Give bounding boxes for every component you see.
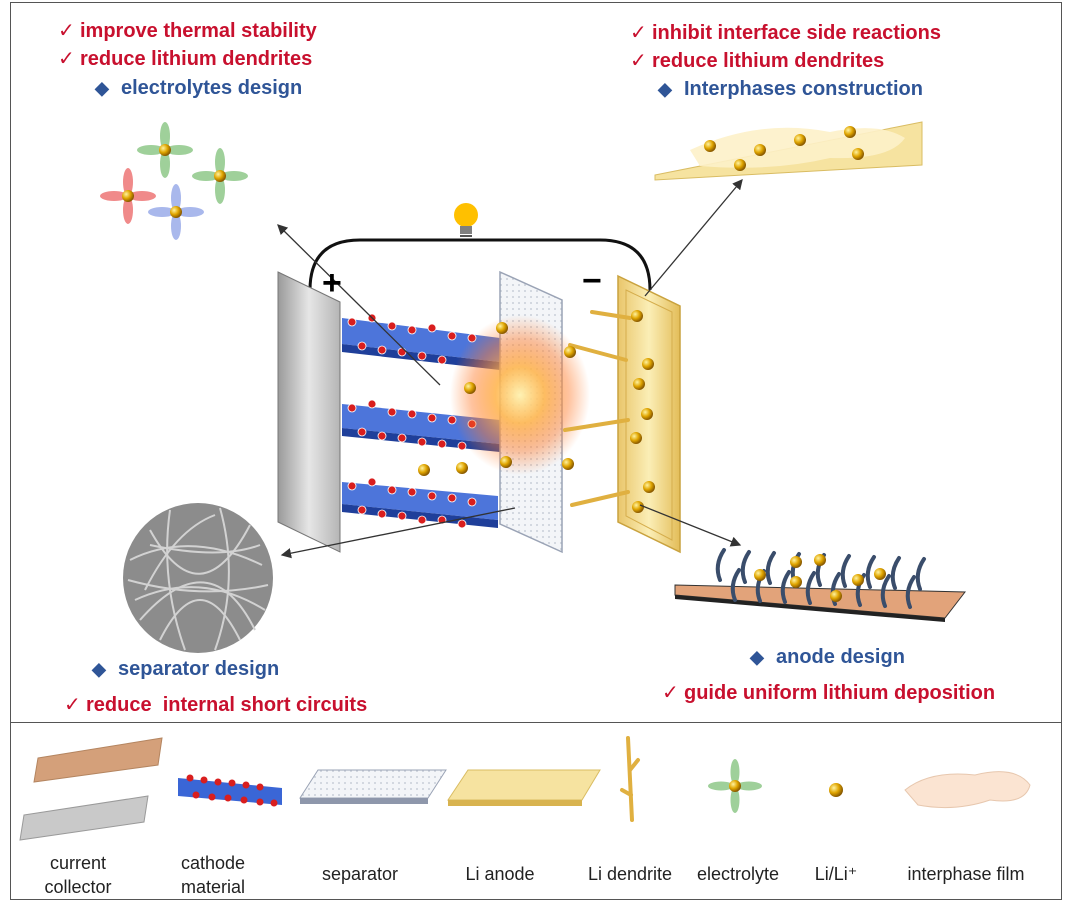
li-ions-in-cell — [418, 310, 655, 513]
legend-label-li-ion: Li/Li⁺ — [814, 864, 858, 884]
legend-label-interphase-film: interphase film — [907, 864, 1025, 884]
interphase-benefit-1: ✓inhibit interface side reactions — [630, 22, 941, 44]
anode-design-icon — [674, 548, 966, 622]
legend-icon-cathode-material — [178, 774, 282, 807]
interphase-benefit-2: ✓reduce lithium dendrites — [630, 50, 885, 72]
legend-icon-li-anode — [447, 769, 601, 806]
interphases-construction-label: ◆Interphases construction — [658, 78, 923, 100]
legend-label-current-collector: current collector — [44, 853, 112, 897]
external-circuit-wire — [308, 238, 652, 291]
legend-label-separator: separator — [321, 864, 399, 884]
legend-label-cathode-material: cathode material — [180, 853, 246, 897]
legend-divider — [10, 722, 1062, 723]
legend-label-li-dendrite: Li dendrite — [587, 864, 673, 884]
electrolyte-benefit-1: ✓improve thermal stability — [58, 20, 317, 42]
separator-benefit-1: ✓reduce internal short circuits — [64, 694, 368, 716]
legend-icon-li-dendrite — [620, 736, 640, 822]
legend-icon-interphase-film — [904, 771, 1031, 809]
negative-sign: − — [582, 262, 602, 300]
electrolyte-molecules-icon — [100, 122, 248, 240]
legend-icon-current-collector — [19, 737, 163, 841]
thermal-runaway-fire — [450, 315, 590, 475]
legend-icon-electrolyte — [708, 759, 762, 813]
cathode-current-collector — [277, 271, 341, 553]
lightbulb-icon — [454, 203, 478, 237]
positive-sign: + — [322, 264, 342, 302]
callout-arrows — [277, 179, 743, 559]
legend-icon-separator — [299, 769, 447, 804]
electrolytes-design-label: ◆electrolytes design — [95, 77, 303, 99]
anode-design-label: ◆anode design — [750, 646, 905, 668]
separator-fiber-ball-icon — [123, 503, 273, 653]
figure-frame — [10, 2, 1062, 900]
legend-label-electrolyte: electrolyte — [696, 864, 780, 884]
anode-benefit-1: ✓guide uniform lithium deposition — [662, 682, 996, 704]
lithium-dendrites — [563, 310, 632, 507]
separator-design-label: ◆separator design — [92, 658, 280, 680]
interphase-film-icon — [654, 121, 923, 181]
legend-label-li-anode: Li anode — [465, 864, 535, 884]
electrolyte-benefit-2: ✓reduce lithium dendrites — [58, 48, 313, 70]
legend-icon-li-ion — [829, 783, 843, 797]
